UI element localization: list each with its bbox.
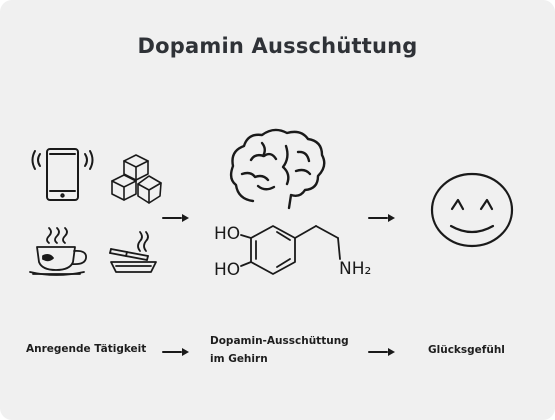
arrow-right-icon bbox=[162, 348, 189, 356]
step-label-happiness: Glücksgefühl bbox=[428, 344, 505, 356]
step-label-stimulating-activity: Anregende Tätigkeit bbox=[26, 343, 147, 355]
arrow-right-icon bbox=[368, 348, 395, 356]
smiley-face-icon bbox=[430, 172, 514, 248]
arrow-right-icon bbox=[162, 214, 189, 222]
smartphone-icon bbox=[31, 148, 94, 201]
step-label-line: im Gehirn bbox=[210, 353, 268, 365]
step-label-line: Dopamin-Ausschüttung bbox=[210, 335, 349, 347]
coffee-cup-icon bbox=[29, 227, 87, 276]
step-label-dopamine-release: Dopamin-Ausschüttung im Gehirn bbox=[210, 332, 349, 368]
sugar-cubes-icon bbox=[111, 154, 162, 204]
diagram-title: Dopamin Ausschüttung bbox=[137, 34, 418, 58]
hydroxyl-label-bottom: HO bbox=[214, 260, 241, 280]
brain-icon bbox=[229, 128, 326, 210]
cigarette-icon bbox=[109, 231, 157, 273]
arrow-right-icon bbox=[368, 214, 395, 222]
dopamine-molecule bbox=[240, 225, 341, 275]
hydroxyl-label-top: HO bbox=[214, 224, 241, 244]
amine-label: NH₂ bbox=[339, 259, 372, 279]
